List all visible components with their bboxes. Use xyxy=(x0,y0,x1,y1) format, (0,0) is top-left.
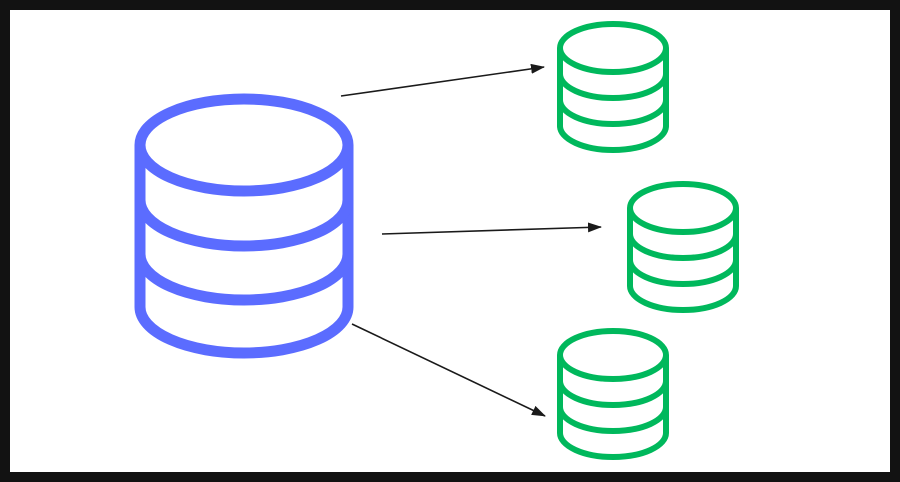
arrow-to-replica-3 xyxy=(351,323,546,417)
replica-database-icon xyxy=(627,181,739,313)
source-database-icon xyxy=(134,93,354,359)
replica-database-icon xyxy=(557,21,669,153)
replica-database-icon xyxy=(557,328,669,460)
arrow-to-replica-1 xyxy=(340,63,545,97)
arrow-to-replica-2 xyxy=(381,222,602,235)
diagram-canvas xyxy=(10,10,890,472)
